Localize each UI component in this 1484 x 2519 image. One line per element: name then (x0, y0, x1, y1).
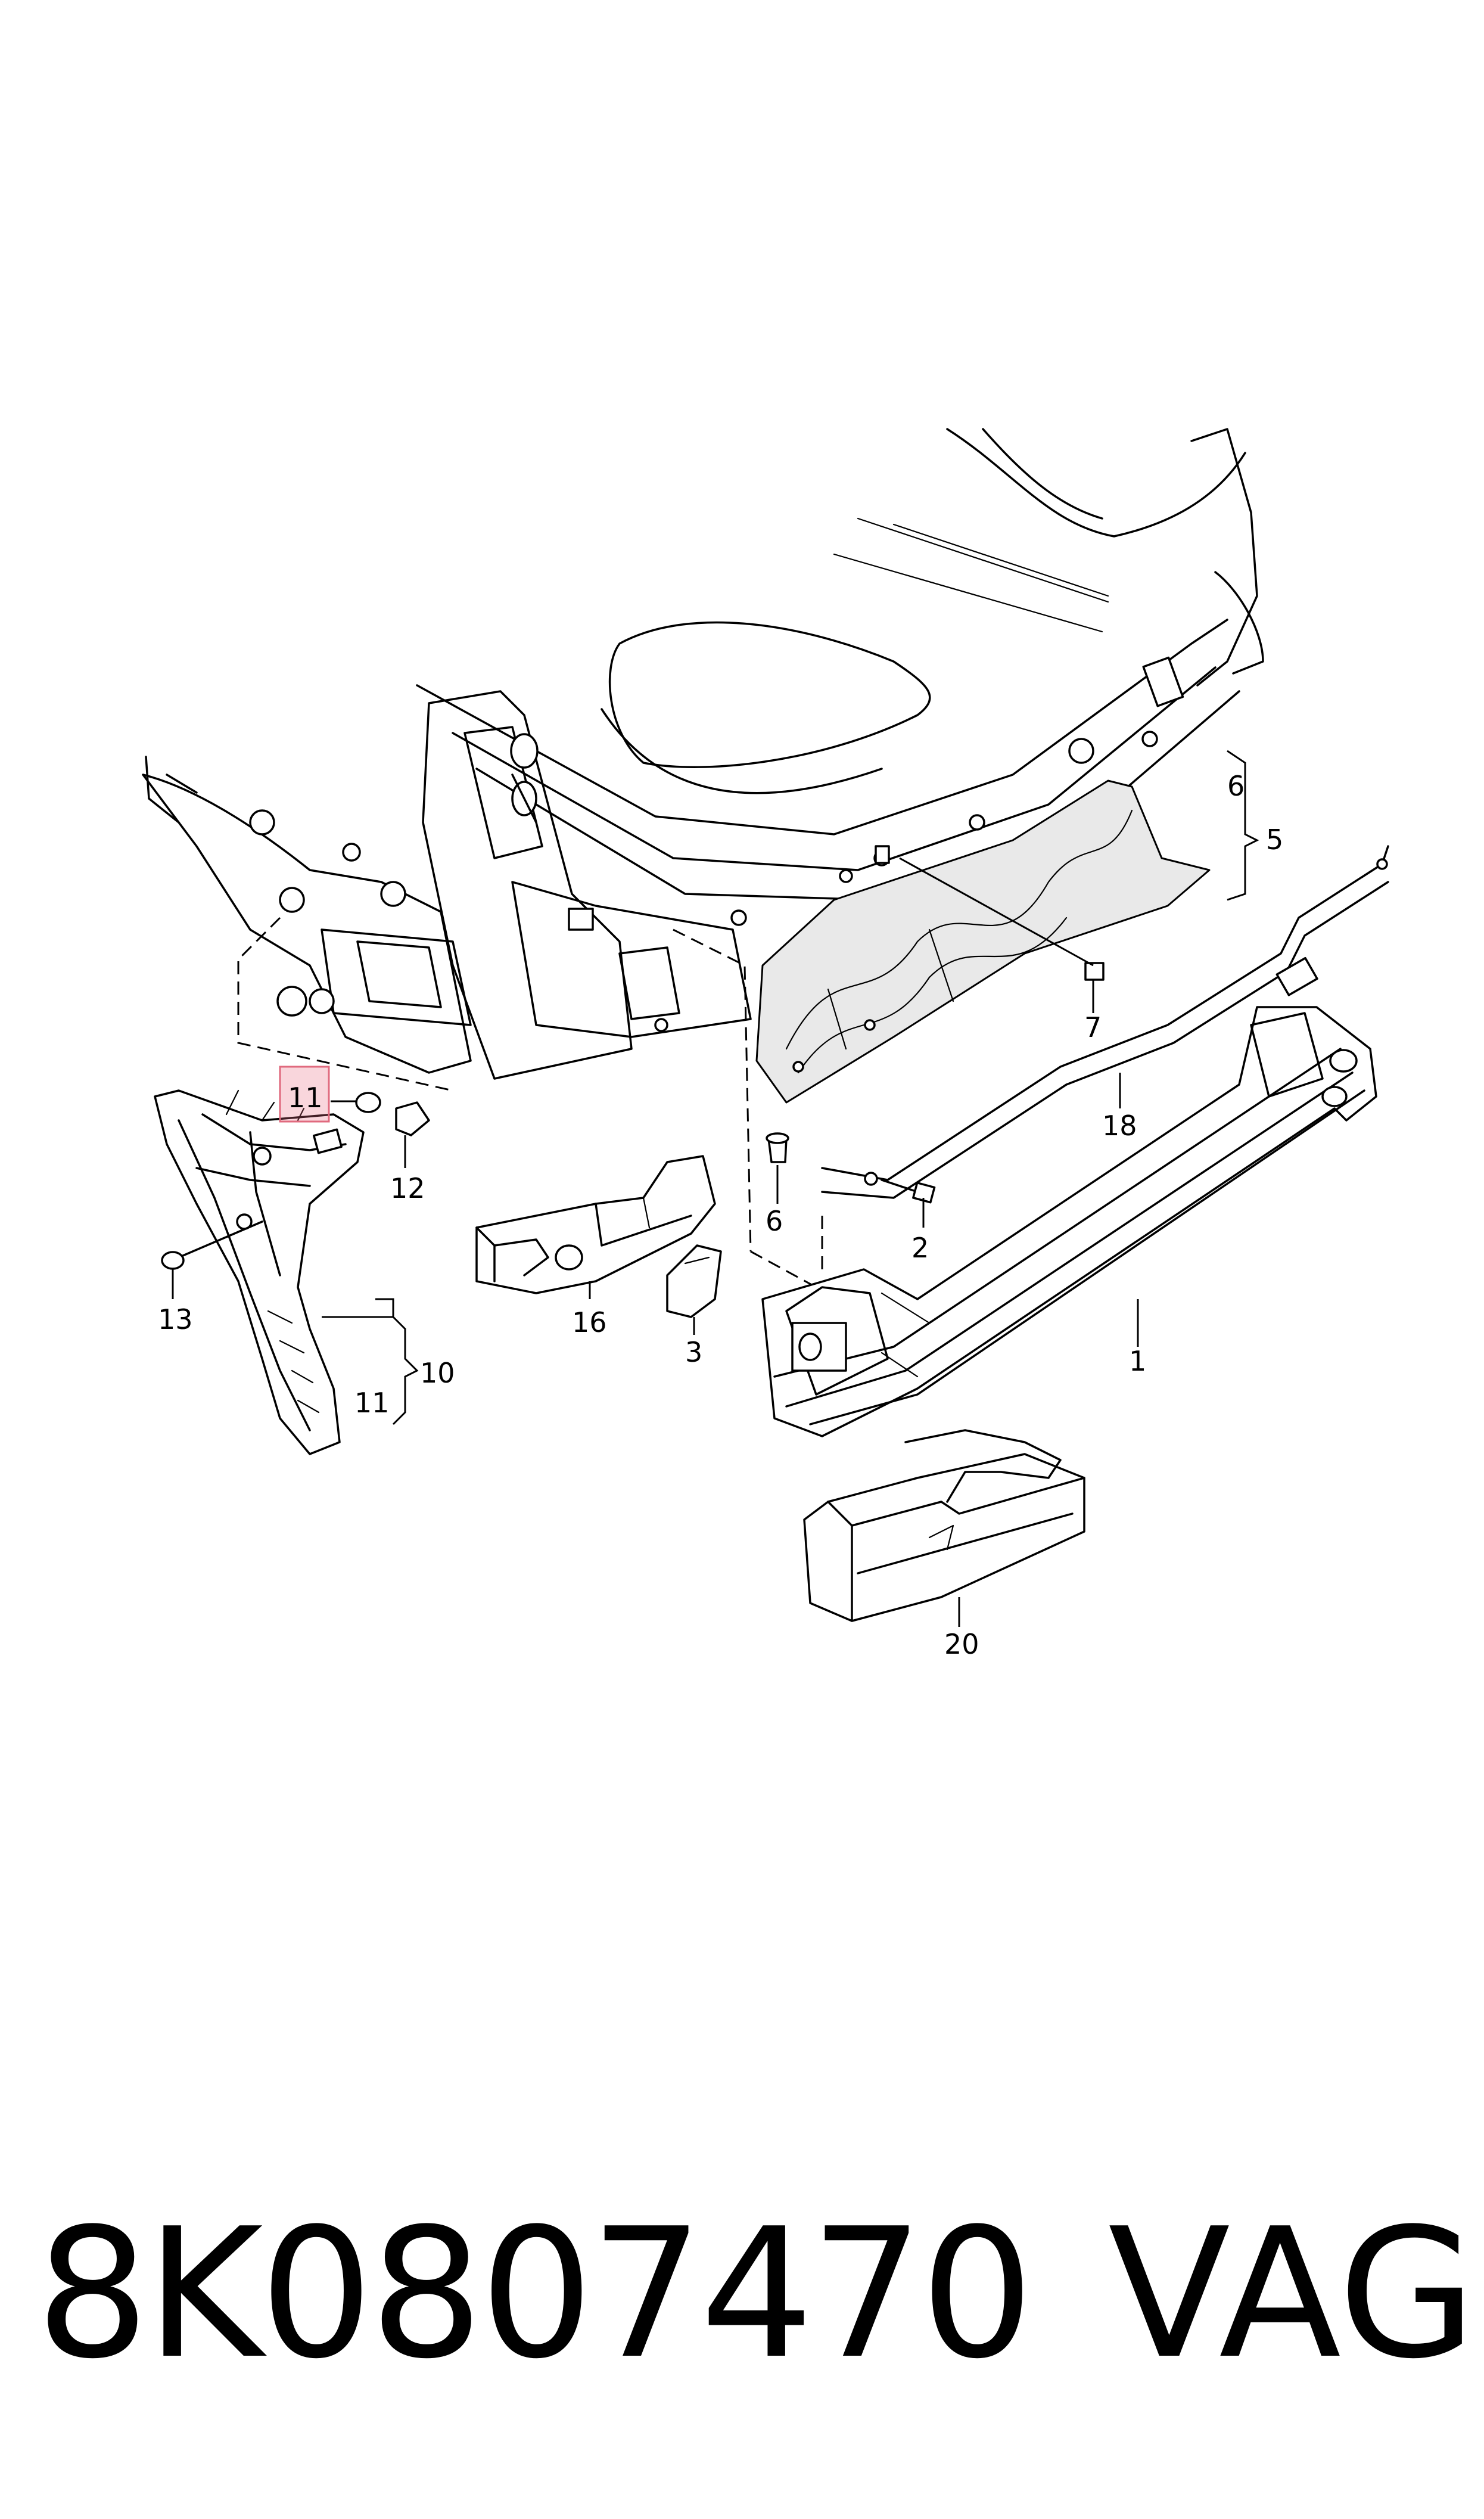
part-20-absorber (803, 1429, 1085, 1622)
callout-10: 10 (420, 1357, 455, 1389)
callout-5: 5 (1266, 824, 1283, 856)
nut-7 (1084, 962, 1105, 981)
callout-6-upper: 6 (1227, 770, 1245, 802)
part-number-label: 8K0807470 (36, 2190, 1034, 2398)
callout-20: 20 (944, 1628, 979, 1660)
brand-label: VAG (1108, 2190, 1477, 2398)
callout-7: 7 (1084, 1011, 1102, 1043)
part-10-side-bracket (154, 1089, 365, 1455)
leader-lines (172, 750, 1259, 1627)
callout-labels: 6 5 7 18 6 2 1 3 16 20 11 12 13 10 11 (158, 770, 1283, 1660)
callout-1: 1 (1129, 1345, 1146, 1377)
part-1-bumper-bar (761, 1006, 1377, 1437)
callout-16: 16 (572, 1306, 607, 1338)
assembly-dash-lines (237, 917, 823, 1288)
bolt-2 (881, 1179, 919, 1193)
washer-11 (355, 1092, 381, 1113)
callout-11-highlight-box (279, 1066, 330, 1123)
callout-2: 2 (911, 1232, 929, 1264)
part-16-bracket (475, 1155, 716, 1294)
body-front-structure (142, 428, 1264, 1104)
callout-13: 13 (158, 1303, 193, 1335)
callout-3: 3 (685, 1336, 702, 1368)
stud-6-upper (875, 845, 890, 864)
callout-6-lower: 6 (766, 1205, 783, 1237)
callout-11-highlight: 11 (288, 1082, 323, 1114)
callout-11: 11 (354, 1387, 390, 1419)
callout-18: 18 (1102, 1110, 1137, 1142)
part-3-cap (666, 1244, 722, 1318)
callout-12: 12 (390, 1172, 425, 1204)
screw-13 (178, 1220, 263, 1259)
hardware (161, 845, 1105, 1270)
part-18-strap (821, 845, 1389, 1199)
clip-12 (395, 1101, 430, 1136)
